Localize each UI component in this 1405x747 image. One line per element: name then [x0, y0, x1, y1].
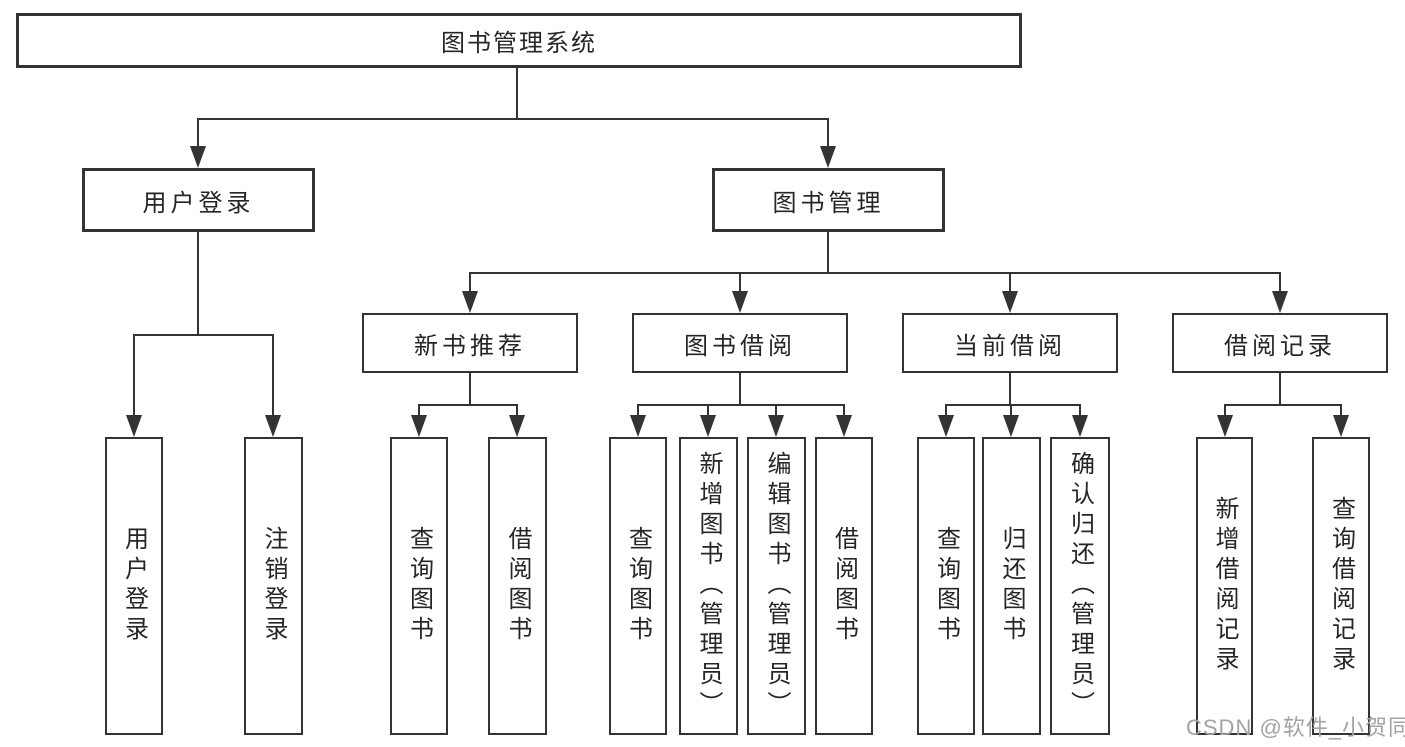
connector-line [418, 404, 518, 406]
connector-line [469, 272, 471, 294]
connector-line [707, 404, 709, 418]
leaf-query-borrow-record: 查询借阅记录 [1312, 437, 1370, 735]
arrow-down-icon [190, 146, 206, 168]
leaf-logout: 注销登录 [244, 437, 303, 735]
connector-line [739, 272, 741, 294]
node-label: 新增借阅记录 [1211, 496, 1238, 676]
leaf-borrow-books-recommend: 借阅图书 [488, 437, 547, 735]
connector-line [418, 404, 420, 418]
leaf-add-borrow-record: 新增借阅记录 [1196, 437, 1253, 735]
node-book-management: 图书管理 [712, 168, 945, 232]
connector-line [133, 334, 274, 336]
connector-line [272, 334, 274, 418]
node-book-borrowing: 图书借阅 [632, 313, 848, 373]
node-new-book-recommend: 新书推荐 [362, 313, 578, 373]
arrow-down-icon [462, 291, 478, 313]
connector-line [1224, 404, 1226, 418]
connector-line [516, 68, 518, 120]
arrow-down-icon [411, 415, 427, 437]
node-label: 查询图书 [932, 526, 960, 646]
leaf-confirm-return-admin: 确认归还（管理员） [1050, 437, 1110, 735]
connector-line [775, 404, 777, 418]
arrow-down-icon [700, 415, 716, 437]
leaf-query-books-current: 查询图书 [917, 437, 975, 735]
arrow-down-icon [630, 415, 646, 437]
leaf-query-books-borrowing: 查询图书 [609, 437, 667, 735]
leaf-user-login: 用户登录 [105, 437, 163, 735]
node-label: 查询图书 [405, 526, 433, 646]
connector-line [1010, 404, 1012, 418]
node-label: 编辑图书（管理员） [763, 451, 790, 721]
csdn-watermark: CSDN @软件_小贺同学 [1186, 715, 1405, 740]
connector-line [827, 232, 829, 274]
connector-line [133, 334, 135, 418]
arrow-down-icon [1333, 415, 1349, 437]
node-label: 新书推荐 [414, 332, 526, 360]
arrow-down-icon [938, 415, 954, 437]
leaf-query-books-recommend: 查询图书 [390, 437, 448, 735]
node-label: 当前借阅 [954, 332, 1066, 360]
node-root-book-management-system: 图书管理系统 [16, 13, 1022, 68]
node-label: 注销登录 [260, 526, 287, 646]
connector-line [516, 404, 518, 418]
node-label: 图书管理系统 [441, 30, 597, 57]
connector-line [945, 404, 947, 418]
leaf-borrow-books: 借阅图书 [815, 437, 873, 735]
arrow-down-icon [1002, 291, 1018, 313]
connector-line [827, 118, 829, 148]
arrow-down-icon [509, 415, 525, 437]
connector-line [843, 404, 845, 418]
node-label: 归还图书 [998, 526, 1025, 646]
node-label: 用户登录 [142, 189, 255, 217]
node-label: 图书借阅 [684, 332, 796, 360]
leaf-edit-books-admin: 编辑图书（管理员） [747, 437, 806, 735]
connector-line [197, 118, 199, 148]
node-label: 查询借阅记录 [1327, 496, 1355, 676]
connector-line [197, 118, 829, 120]
arrow-down-icon [1217, 415, 1233, 437]
leaf-return-books: 归还图书 [982, 437, 1041, 735]
node-label: 新增图书（管理员） [695, 451, 722, 721]
arrow-down-icon [732, 291, 748, 313]
node-label: 借阅记录 [1224, 332, 1336, 360]
connector-line [1009, 272, 1011, 294]
connector-line [469, 272, 1281, 274]
arrow-down-icon [836, 415, 852, 437]
arrow-down-icon [1003, 415, 1019, 437]
connector-line [945, 404, 1081, 406]
node-label: 图书管理 [772, 189, 885, 217]
connector-line [469, 373, 471, 406]
arrow-down-icon [265, 415, 281, 437]
arrow-down-icon [820, 146, 836, 168]
node-label: 用户登录 [120, 526, 148, 646]
arrow-down-icon [126, 415, 142, 437]
arrow-down-icon [1072, 415, 1088, 437]
connector-line [637, 404, 639, 418]
connector-line [1224, 404, 1342, 406]
connector-line [637, 404, 845, 406]
connector-line [197, 232, 199, 336]
node-current-borrowing: 当前借阅 [902, 313, 1118, 373]
arrow-down-icon [1272, 291, 1288, 313]
leaf-add-books-admin: 新增图书（管理员） [679, 437, 738, 735]
connector-line [1340, 404, 1342, 418]
connector-line [1009, 373, 1011, 406]
node-label: 查询图书 [624, 526, 652, 646]
connector-line [739, 373, 741, 406]
node-user-login: 用户登录 [82, 168, 315, 232]
node-borrowing-records: 借阅记录 [1172, 313, 1388, 373]
connector-line [1079, 404, 1081, 418]
arrow-down-icon [768, 415, 784, 437]
node-label: 借阅图书 [504, 526, 531, 646]
node-label: 借阅图书 [830, 526, 858, 646]
connector-line [1279, 373, 1281, 406]
connector-line [1279, 272, 1281, 294]
node-label: 确认归还（管理员） [1066, 451, 1094, 721]
